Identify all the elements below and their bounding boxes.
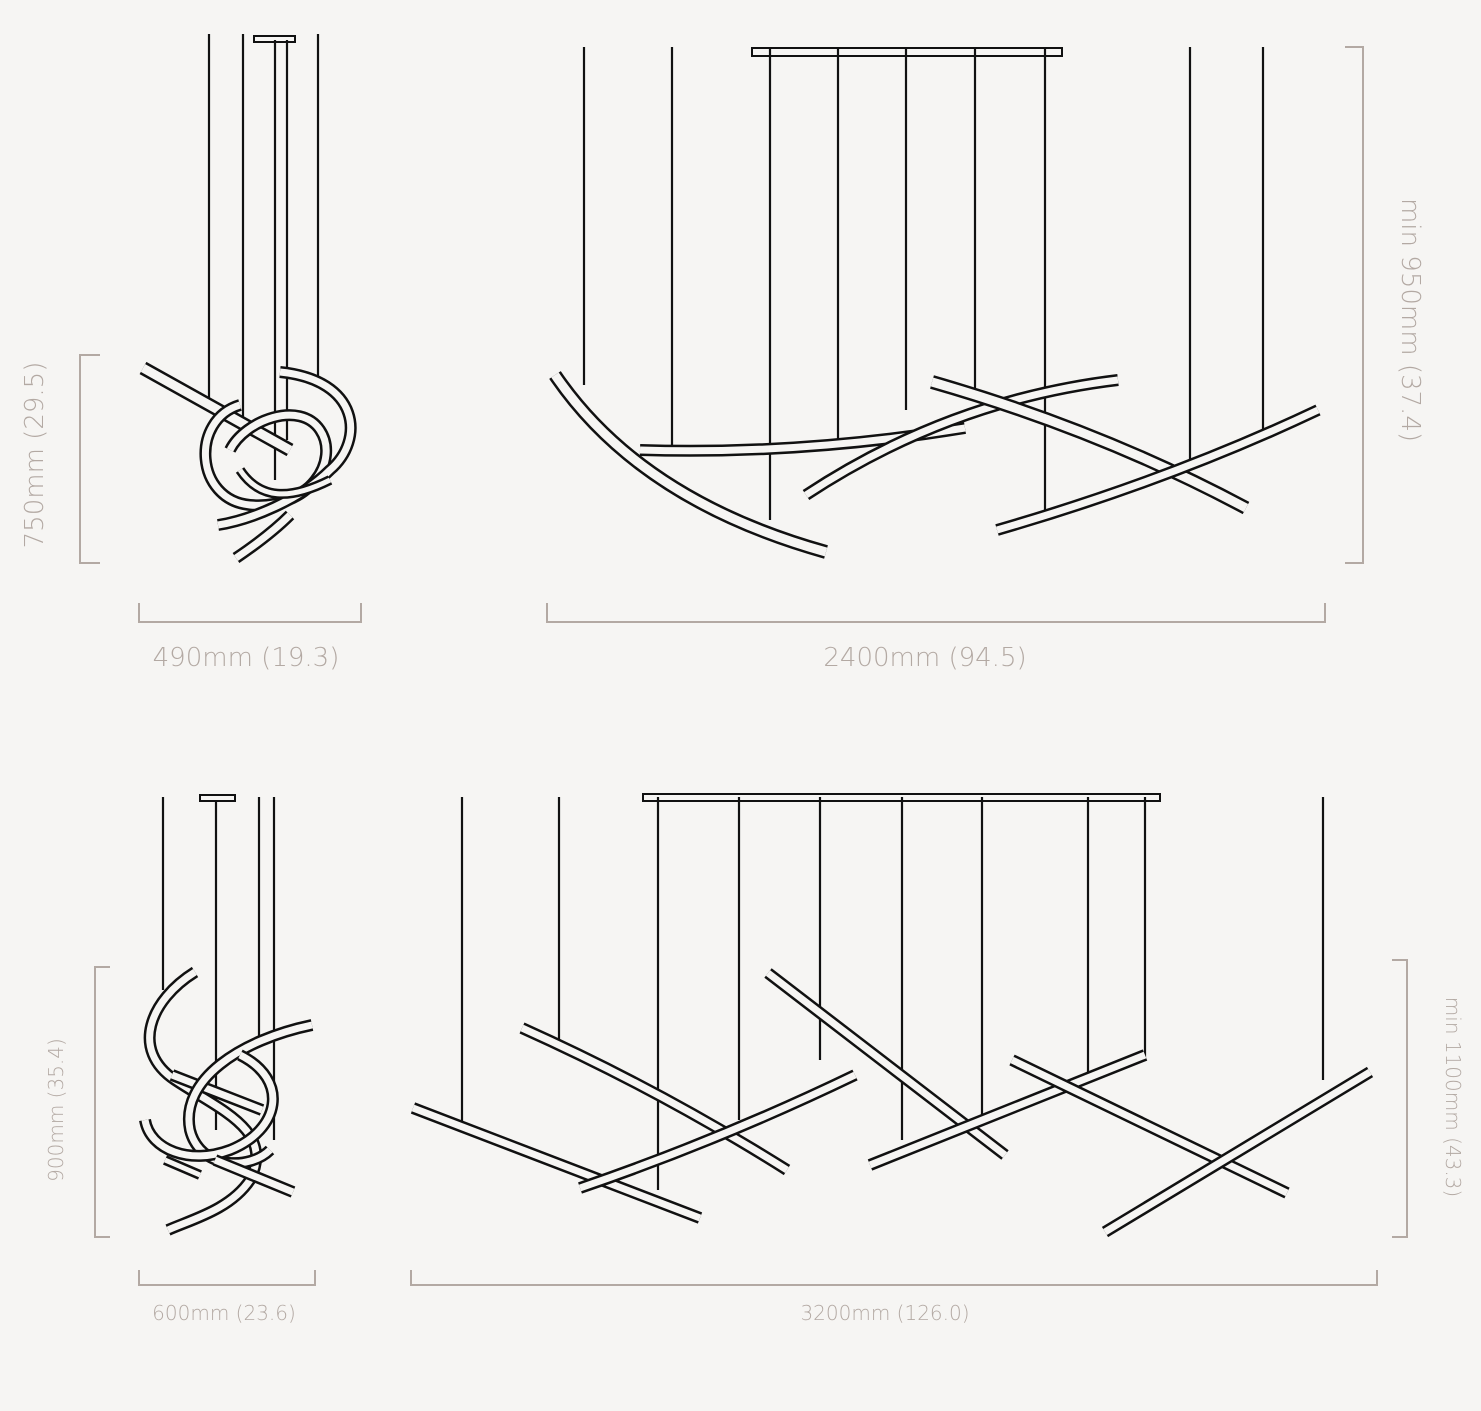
linear-pendant-2400 [549,47,1321,559]
light-bar [212,1154,296,1198]
compact-pendant-750 [139,34,357,563]
dimension-height-1100: min 1100mm (43.3) [1392,959,1465,1238]
light-bar [143,966,263,1236]
light-bar [232,510,295,563]
light-bar [1009,1054,1290,1199]
width-label: 2400mm (94.5) [823,643,1026,673]
dimension-height-950: min 950mm (37.4) [1345,46,1425,564]
light-bar [139,361,294,457]
light-bar [182,1019,314,1169]
height-label: min 950mm (37.4) [1395,198,1425,442]
dimension-height-750: 750mm (29.5) [20,354,100,564]
light-bar [802,374,1119,501]
light-bar [163,1155,202,1180]
dimension-width-3200: 3200mm (126.0) [410,1270,1378,1325]
height-label: 750mm (29.5) [20,362,50,549]
width-label: 600mm (23.6) [152,1301,296,1325]
width-label: 3200mm (126.0) [800,1301,969,1325]
linear-pendant-3200 [410,793,1374,1238]
light-bar [519,1022,791,1176]
light-bar [216,366,357,531]
light-bar [930,375,1250,515]
width-label: 490mm (19.3) [153,643,340,673]
light-bar [410,1102,703,1224]
dimension-width-2400: 2400mm (94.5) [546,603,1326,673]
dimension-width-600: 600mm (23.6) [138,1270,316,1325]
light-bar [578,1069,858,1194]
compact-pendant-900 [139,794,314,1236]
light-bar [169,1069,265,1116]
height-label: min 1100mm (43.3) [1441,997,1465,1197]
canopy [199,794,236,802]
light-bar [995,404,1321,536]
light-bar [1101,1066,1374,1238]
light-bar [235,467,333,499]
light-bar [549,371,828,559]
dimension-width-490: 490mm (19.3) [138,603,362,673]
light-bar [867,1049,1148,1171]
light-bar [139,1049,279,1162]
dimension-height-900: 900mm (35.4) [44,966,110,1238]
height-label: 900mm (35.4) [44,1038,68,1182]
